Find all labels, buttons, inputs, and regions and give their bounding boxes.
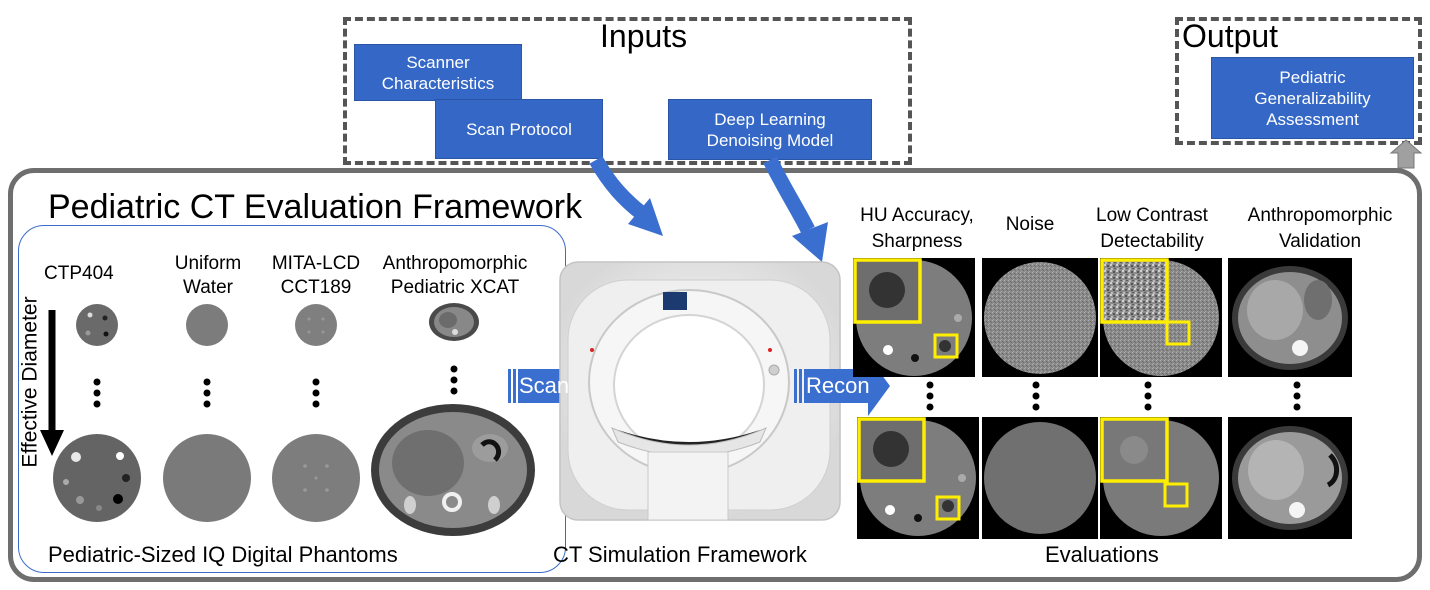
uniform-water-large-phantom	[163, 434, 251, 522]
phantom-vertical-ellipses	[93, 365, 458, 408]
uniform-water-label-line2: Water	[183, 277, 233, 298]
phantoms-caption: Pediatric-Sized IQ Digital Phantoms	[48, 542, 398, 567]
evaluation-framework-frame	[8, 168, 1422, 582]
output-title: Output	[1182, 18, 1279, 54]
noise-top-image	[982, 258, 1098, 377]
protocol-curved-arrow	[589, 156, 645, 218]
uniform-water-small-phantom	[186, 304, 228, 346]
hu-accuracy-label-line1: HU Accuracy,	[860, 205, 974, 226]
anthropomorphic-top-image	[1228, 258, 1352, 377]
noise-bottom-image	[982, 417, 1098, 539]
inputs-title: Inputs	[600, 18, 688, 54]
anthropomorphic-bottom-image	[1228, 417, 1352, 539]
scan-arrow-label: Scan	[519, 373, 570, 398]
simulation-caption: CT Simulation Framework	[553, 542, 807, 567]
inputs-group	[343, 17, 912, 165]
low-contrast-label-line1: Low Contrast	[1096, 205, 1208, 226]
ctp404-large-phantom	[53, 434, 141, 522]
recon-arrow-label: Recon	[806, 373, 870, 398]
xcat-label-line2: Pediatric XCAT	[390, 277, 520, 298]
xcat-label-line1: Anthropomorphic	[382, 253, 528, 274]
ct-scanner-image	[559, 261, 841, 521]
output-up-arrow	[1389, 139, 1423, 169]
mita-lcd-label-line2: CCT189	[280, 277, 352, 298]
deep-learning-model-box: Deep Learning Denoising Model	[668, 99, 872, 160]
ctp404-label: CTP404	[44, 263, 114, 284]
output-group	[1175, 17, 1422, 145]
ctp404-small-phantom	[76, 304, 118, 346]
uniform-water-label-line1: Uniform	[174, 253, 242, 274]
scan-protocol-box: Scan Protocol	[435, 99, 603, 159]
hu-accuracy-top-image	[853, 258, 975, 377]
low-contrast-label-line2: Detectability	[1100, 231, 1204, 252]
evaluation-vertical-ellipses	[926, 381, 1301, 411]
pediatric-generalizability-box: Pediatric Generalizability Assessment	[1211, 57, 1414, 139]
scanner-characteristics-box: Scanner Characteristics	[354, 44, 522, 101]
evaluations-caption: Evaluations	[1045, 542, 1159, 567]
model-curved-arrow	[763, 156, 815, 234]
noise-label: Noise	[1005, 214, 1055, 235]
mita-lcd-label-line1: MITA-LCD	[271, 253, 361, 274]
hu-accuracy-bottom-image	[857, 417, 979, 539]
mita-lcd-large-phantom	[272, 434, 360, 522]
framework-title: Pediatric CT Evaluation Framework	[48, 188, 583, 226]
mita-lcd-small-phantom	[295, 304, 337, 346]
anthropomorphic-validation-label-line2: Validation	[1278, 231, 1362, 252]
xcat-large-phantom	[371, 404, 535, 536]
low-contrast-top-image	[1100, 258, 1222, 377]
effective-diameter-label: Effective Diameter	[18, 296, 42, 468]
hu-accuracy-label-line2: Sharpness	[871, 231, 963, 252]
xcat-small-phantom	[429, 303, 479, 341]
low-contrast-bottom-image	[1100, 417, 1222, 539]
anthropomorphic-validation-label-line1: Anthropomorphic	[1247, 205, 1393, 226]
